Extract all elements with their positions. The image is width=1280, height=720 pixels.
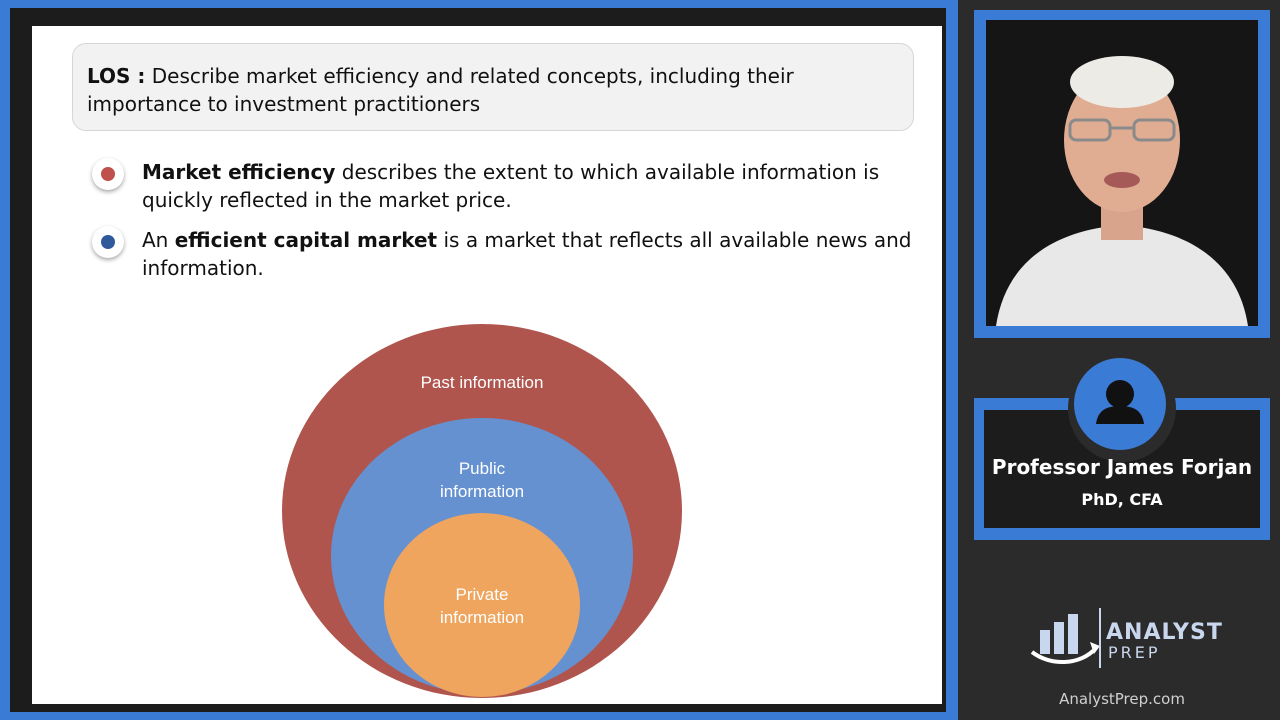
slide-frame: LOS : Describe market efficiency and rel… bbox=[0, 0, 958, 720]
los-text: Describe market efficiency and related c… bbox=[87, 64, 794, 116]
site-url: AnalystPrep.com bbox=[1059, 690, 1185, 708]
presenter-silhouette bbox=[986, 20, 1258, 326]
avatar bbox=[1074, 358, 1166, 450]
past-information-label: Past information bbox=[421, 373, 544, 392]
slide: LOS : Describe market efficiency and rel… bbox=[32, 26, 942, 704]
bullet-pre: An bbox=[142, 228, 175, 252]
information-sets-diagram: Past information Public information Priv… bbox=[282, 324, 682, 698]
bullet-bold: efficient capital market bbox=[174, 228, 438, 252]
presenter-video-frame bbox=[974, 10, 1270, 338]
slide-frame-inner: LOS : Describe market efficiency and rel… bbox=[10, 8, 946, 712]
public-information-label-2: information bbox=[440, 482, 524, 501]
user-icon bbox=[1096, 380, 1144, 424]
bullet-bold: Market efficiency bbox=[142, 160, 336, 184]
bullet-rest: is a market that reflects all available … bbox=[142, 228, 912, 280]
los-box: LOS : Describe market efficiency and rel… bbox=[72, 43, 914, 131]
bullet-rest: describes the extent to which available … bbox=[142, 160, 880, 212]
presenter-name: Professor James Forjan bbox=[991, 455, 1253, 479]
bullet-text: An efficient capital market is a market … bbox=[142, 226, 912, 282]
bullet-text: Market efficiency describes the extent t… bbox=[142, 158, 912, 214]
presenter-credentials: PhD, CFA bbox=[1081, 490, 1163, 509]
bullet-marker bbox=[92, 158, 124, 190]
los-label: LOS : bbox=[87, 64, 146, 88]
public-information-label-1: Public bbox=[459, 459, 506, 478]
bullet-marker bbox=[92, 226, 124, 258]
red-dot-icon bbox=[101, 167, 115, 181]
logo-text-prep: PREP bbox=[1108, 643, 1161, 662]
logo-text-analyst: ANALYST bbox=[1106, 620, 1223, 645]
private-information-circle bbox=[384, 513, 580, 697]
analystprep-logo-icon bbox=[1030, 608, 1101, 668]
private-information-label-2: information bbox=[440, 608, 524, 627]
blue-dot-icon bbox=[101, 235, 115, 249]
private-information-label-1: Private bbox=[456, 585, 509, 604]
presenter-video[interactable] bbox=[986, 20, 1258, 326]
